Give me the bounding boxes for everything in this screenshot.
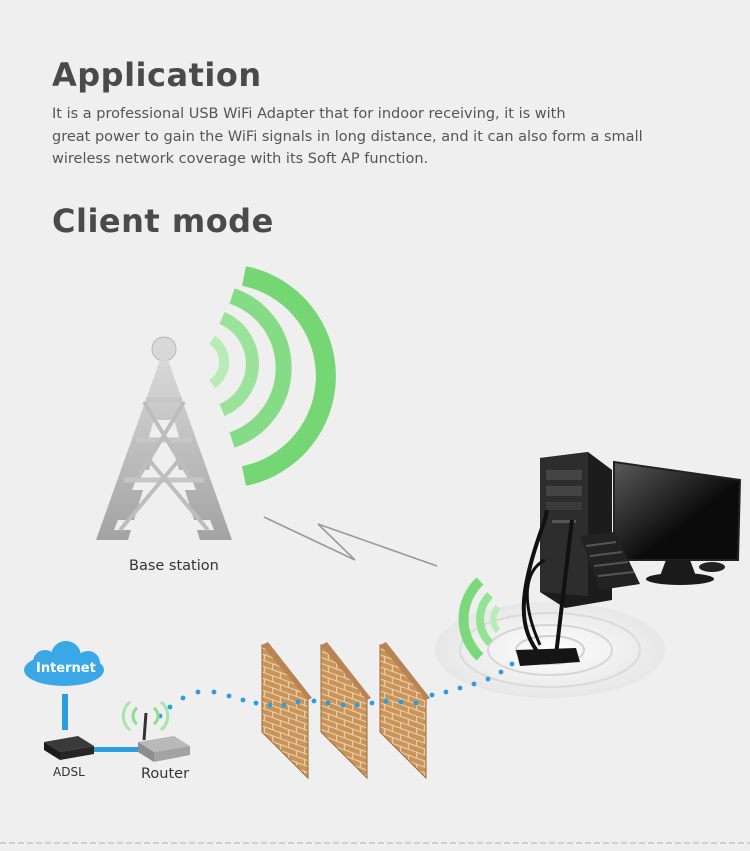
monitor-icon <box>613 460 742 585</box>
tower-signal-waves-icon <box>209 266 336 486</box>
wall-2-icon <box>320 642 371 780</box>
keyboard-icon <box>580 532 640 590</box>
base-station-label: Base station <box>129 558 219 574</box>
signal-dot-path <box>157 661 515 719</box>
base-station-tower-icon <box>96 336 232 540</box>
adsl-modem-icon <box>44 736 94 760</box>
description-line-3: wireless network coverage with its Soft … <box>52 151 429 167</box>
router-label: Router <box>141 766 190 782</box>
adsl-label: ADSL <box>53 765 85 779</box>
wireless-link-line <box>263 516 438 567</box>
router-signal-waves-icon <box>121 700 170 732</box>
bottom-divider <box>0 842 750 844</box>
application-heading: Application <box>52 56 262 94</box>
usb-wifi-adapter-icon <box>516 509 580 666</box>
description-line-1: It is a professional USB WiFi Adapter th… <box>52 106 566 122</box>
wall-3-icon <box>379 642 430 780</box>
mouse-icon <box>699 562 725 572</box>
description-line-2: great power to gain the WiFi signals in … <box>52 128 643 145</box>
internet-adsl-link <box>62 694 68 730</box>
internet-cloud-icon <box>24 641 104 686</box>
client-mode-heading: Client mode <box>52 202 274 240</box>
adapter-signal-waves-icon <box>458 577 501 661</box>
application-description: It is a professional USB WiFi Adapter th… <box>52 103 692 171</box>
wall-1-icon <box>261 642 312 780</box>
router-icon <box>138 712 190 762</box>
internet-label: Internet <box>36 661 96 676</box>
adsl-router-link <box>94 747 138 752</box>
